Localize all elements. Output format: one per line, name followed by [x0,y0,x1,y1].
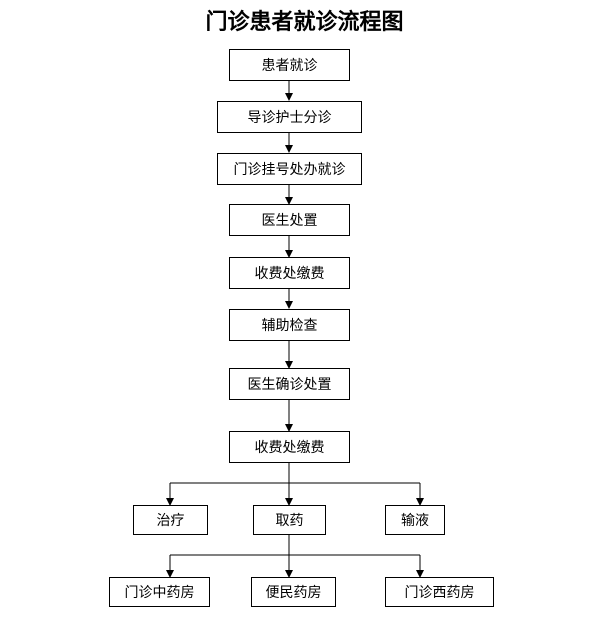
node-therapy: 治疗 [133,505,208,535]
node-doctor-treatment: 医生处置 [229,204,350,236]
node-patient-visit: 患者就诊 [229,49,350,81]
node-auxiliary-exam: 辅助检查 [229,309,350,341]
node-doctor-confirm: 医生确诊处置 [229,368,350,400]
diagram-title: 门诊患者就诊流程图 [205,9,404,35]
node-tcm-pharmacy: 门诊中药房 [109,577,210,607]
node-western-pharmacy: 门诊西药房 [385,577,494,607]
node-payment-2: 收费处缴费 [229,431,350,463]
node-registration: 门诊挂号处办就诊 [217,153,362,185]
node-convenience-pharmacy: 便民药房 [251,577,336,607]
node-infusion: 输液 [385,505,445,535]
node-get-medicine: 取药 [253,505,326,535]
node-payment-1: 收费处缴费 [229,257,350,289]
node-triage-nurse: 导诊护士分诊 [217,101,362,133]
